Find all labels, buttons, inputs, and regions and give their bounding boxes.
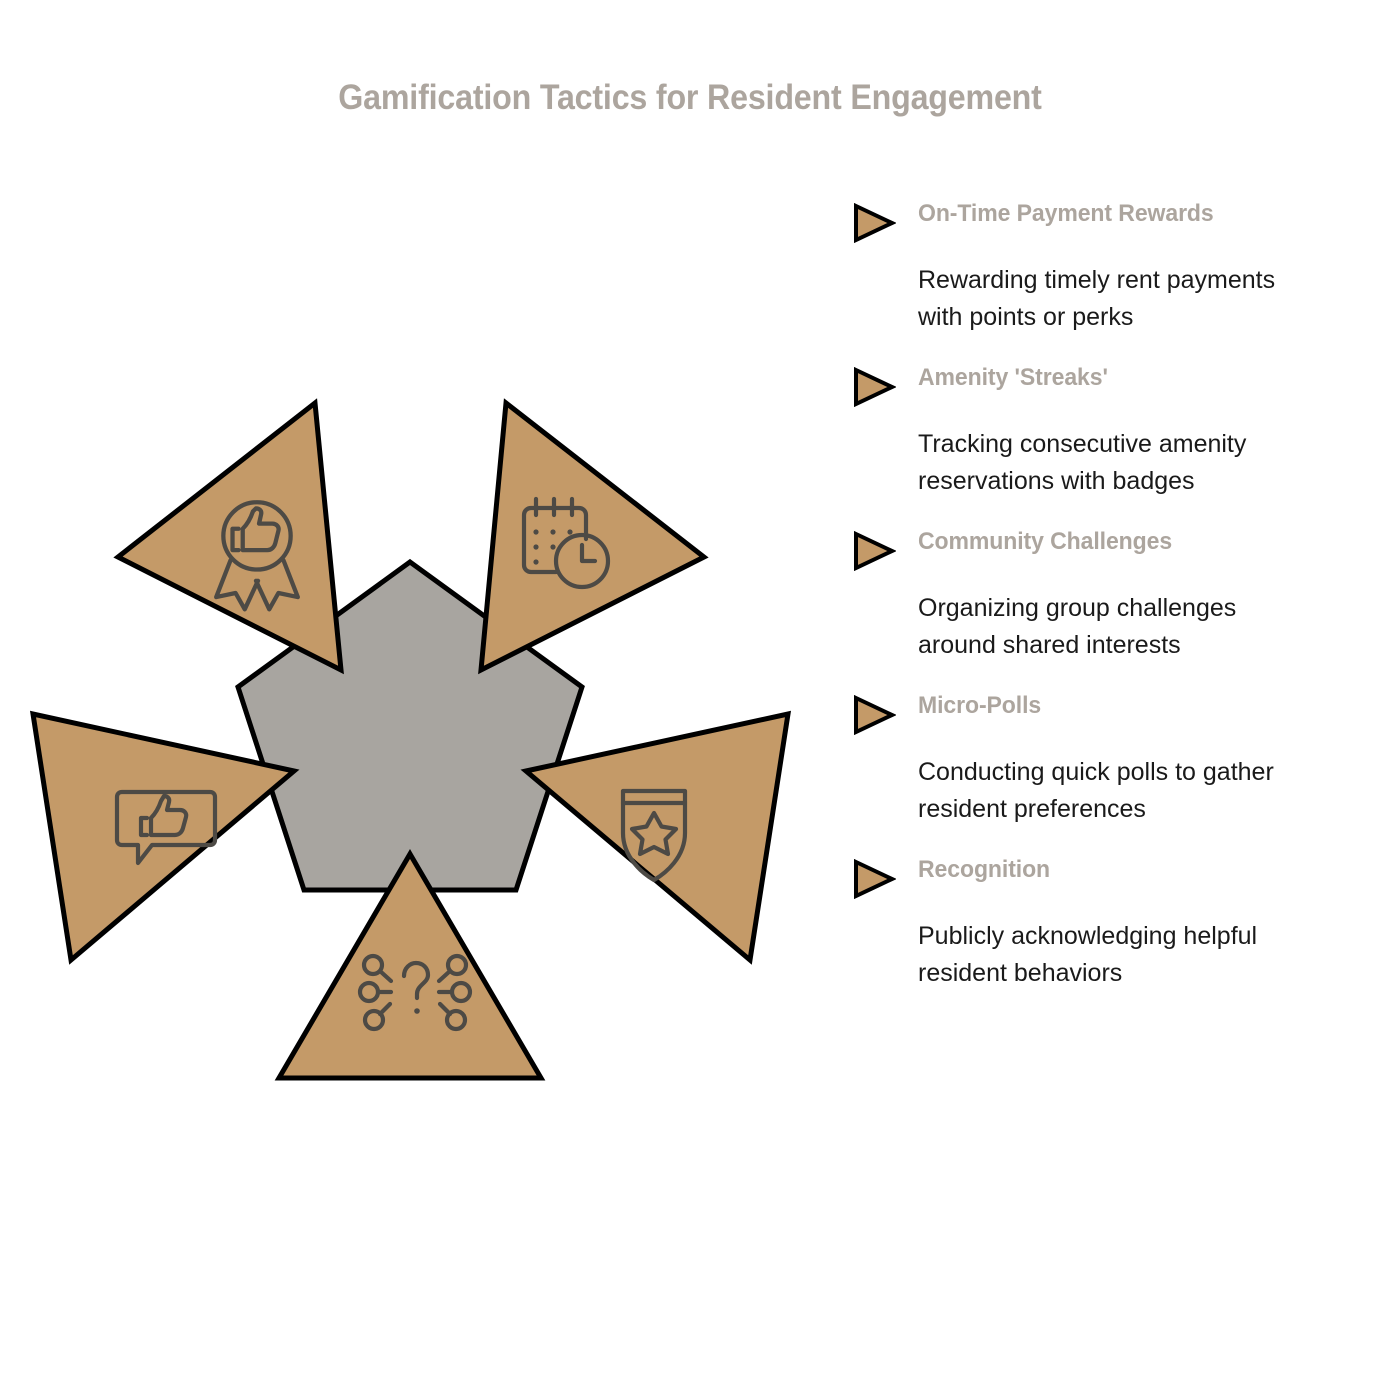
radial-pentagon-diagram <box>29 398 792 1081</box>
legend-item[interactable]: Community Challenges Organizing group ch… <box>852 526 1322 664</box>
petal-top-left <box>113 398 344 675</box>
petal-bottom <box>274 849 546 1081</box>
petal-left <box>29 710 300 965</box>
legend-heading: On-Time Payment Rewards <box>918 200 1214 227</box>
legend-item[interactable]: Amenity 'Streaks' Tracking consecutive a… <box>852 362 1322 500</box>
legend-description: Conducting quick polls to gather residen… <box>918 758 1274 823</box>
legend-marker-icon <box>852 526 897 576</box>
petal-triangle-right <box>520 710 792 965</box>
legend-heading: Micro-Polls <box>918 692 1042 719</box>
legend-marker-icon <box>852 690 897 740</box>
question-network-icon <box>357 953 473 1032</box>
page-title: Gamification Tactics for Resident Engage… <box>338 78 1042 117</box>
legend-heading: Amenity 'Streaks' <box>918 364 1108 391</box>
calendar-clock-icon <box>521 496 611 590</box>
legend-list: On-Time Payment Rewards Rewarding timely… <box>852 198 1322 1018</box>
legend-item[interactable]: Recognition Publicly acknowledging helpf… <box>852 854 1322 992</box>
legend-description: Organizing group challenges around share… <box>918 594 1237 659</box>
diagram-container <box>0 330 830 1130</box>
legend-description: Rewarding timely rent payments with poin… <box>918 266 1276 331</box>
legend-description: Publicly acknowledging helpful resident … <box>918 922 1258 987</box>
legend-marker-icon <box>852 854 897 904</box>
legend-marker-icon <box>852 362 897 412</box>
speech-bubble-thumbs-up-icon <box>114 789 218 866</box>
legend-marker-icon <box>852 198 897 248</box>
legend-item[interactable]: Micro-Polls Conducting quick polls to ga… <box>852 690 1322 828</box>
petal-triangle-top-left <box>113 398 344 675</box>
petal-top-right <box>478 398 709 675</box>
legend-item[interactable]: On-Time Payment Rewards Rewarding timely… <box>852 198 1322 336</box>
legend-description: Tracking consecutive amenity reservation… <box>918 430 1247 495</box>
legend-heading: Community Challenges <box>918 528 1173 555</box>
shield-star-icon <box>620 788 688 883</box>
award-thumbs-up-icon <box>214 500 300 612</box>
petal-right <box>520 710 792 965</box>
legend-heading: Recognition <box>918 856 1051 883</box>
